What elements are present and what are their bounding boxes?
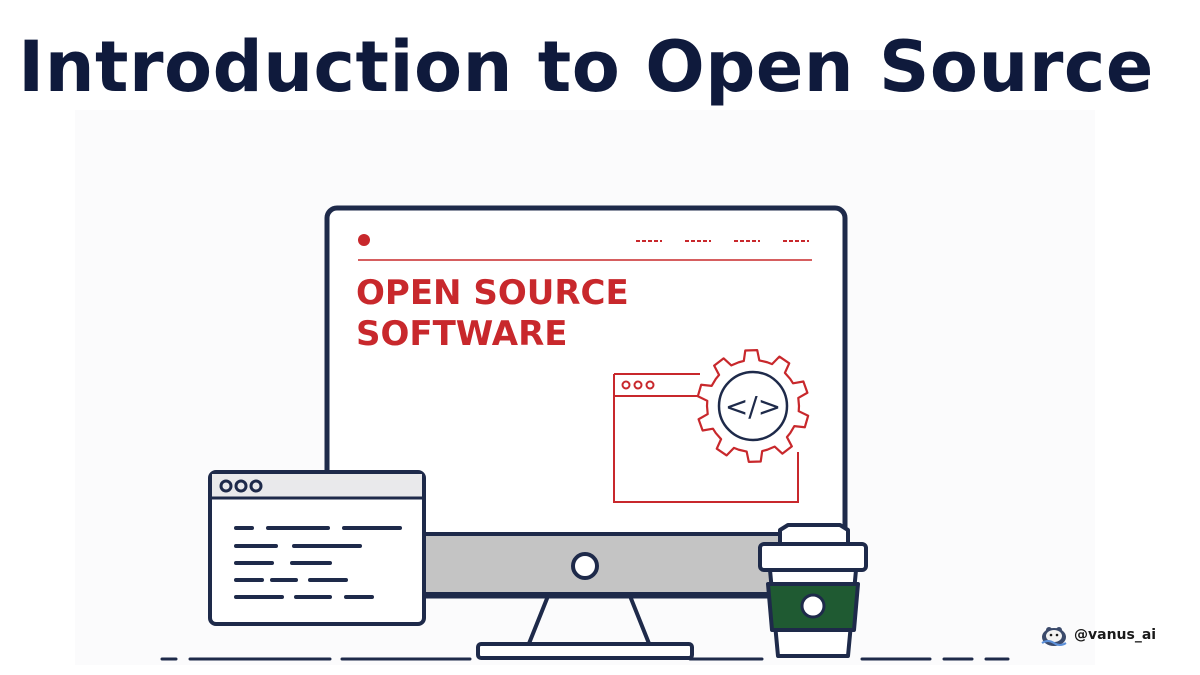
screen-heading-line1: OPEN SOURCE <box>356 273 629 313</box>
red-dot-icon <box>358 234 370 246</box>
window-dot-icon <box>249 479 263 493</box>
window-dot-icon <box>219 479 233 493</box>
otter-logo-icon <box>1041 627 1067 646</box>
code-window-icon <box>613 373 799 503</box>
watermark: @vanus_ai <box>1040 622 1156 648</box>
screen-content: OPEN SOURCE SOFTWARE </> <box>356 234 812 503</box>
watermark-handle: @vanus_ai <box>1074 627 1157 643</box>
code-symbol: </> <box>725 390 781 423</box>
code-lines <box>234 526 402 599</box>
gear-icon: </> <box>696 349 810 463</box>
screen-heading-line2: SOFTWARE <box>356 314 568 354</box>
monitor-stand <box>476 595 694 660</box>
coffee-cup-icon <box>758 523 868 658</box>
browser-window <box>208 470 426 626</box>
window-dot-icon <box>234 479 248 493</box>
power-button-icon <box>571 552 599 580</box>
page-title: Introduction to Open Source <box>18 26 1154 108</box>
